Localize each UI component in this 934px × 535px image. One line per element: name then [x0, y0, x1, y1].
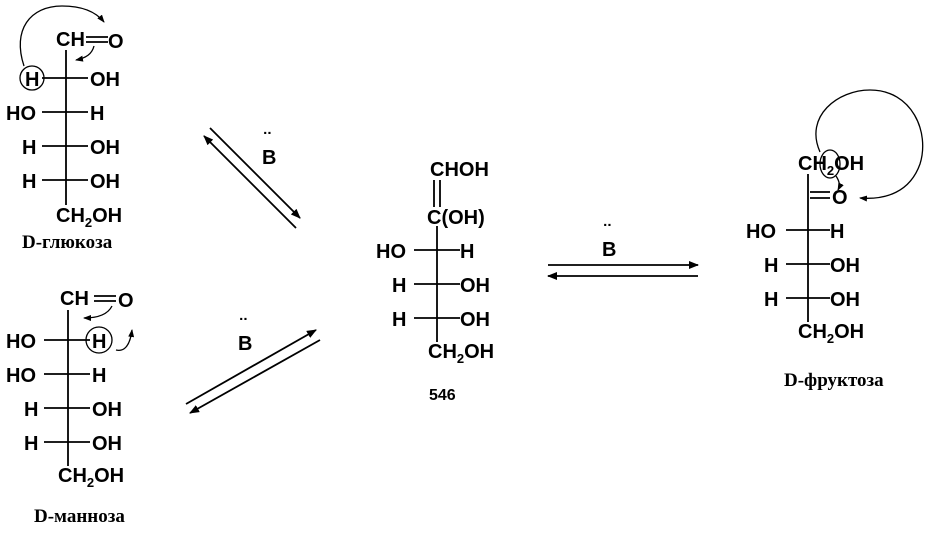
- fructose-keto-o: O: [832, 187, 848, 209]
- enediol-c2: C(OH): [427, 207, 485, 229]
- glucose-r1-right: OH: [90, 69, 120, 91]
- fructose-bottom: CH2OH: [798, 321, 864, 346]
- mannose-r4-right: OH: [92, 433, 122, 455]
- fructose-h-highlight: [819, 149, 841, 179]
- mannose-r2-left: HO: [6, 365, 36, 387]
- enediol-r3-left: H: [392, 309, 406, 331]
- mannose-ch: CH: [60, 288, 89, 310]
- enediol-top: CHOH: [430, 159, 489, 181]
- compound-number: 546: [429, 387, 456, 404]
- mannose-aldehyde-o: O: [118, 290, 134, 312]
- fructose-r1-right: H: [830, 221, 844, 243]
- equilibrium-arrows-glucose: B ¨: [203, 127, 301, 229]
- fructose-r3-left: H: [764, 289, 778, 311]
- mannose-r1-left: HO: [6, 331, 36, 353]
- base-label-2: B: [238, 333, 252, 355]
- mannose-curved-arrow-1: [83, 305, 113, 321]
- mannose-r3-right: OH: [92, 399, 122, 421]
- glucose-r4-left: H: [22, 171, 36, 193]
- enediol-bottom: CH2OH: [428, 341, 494, 366]
- equilibrium-arrows-mannose: B ¨: [185, 315, 321, 414]
- mannose-h-highlight: [85, 326, 113, 354]
- enediol-r1-right: H: [460, 241, 474, 263]
- fructose-curved-arrow-1: [815, 89, 924, 202]
- equilibrium-arrows-fructose: B ¨: [547, 221, 699, 280]
- glucose-curved-arrow-1: [19, 5, 105, 67]
- glucose-r4-right: OH: [90, 171, 120, 193]
- glucose-aldehyde-o: O: [108, 31, 124, 53]
- glucose-bottom: CH2OH: [56, 205, 122, 230]
- base-lone-pair-3: ¨: [604, 221, 611, 243]
- mannose-bottom: CH2OH: [58, 465, 124, 490]
- fructose-top: CH2OH: [798, 153, 864, 178]
- enediol-structure: CHOH C(OH) HO H H OH H OH CH2OH 546: [376, 159, 494, 404]
- enediol-r1-left: HO: [376, 241, 406, 263]
- mannose-r4-left: H: [24, 433, 38, 455]
- base-lone-pair-2: ¨: [240, 315, 247, 337]
- glucose-r3-left: H: [22, 137, 36, 159]
- glucose-r2-left: HO: [6, 103, 36, 125]
- mannose-r1-right: H: [92, 331, 106, 353]
- fructose-curved-arrow-2: [835, 175, 844, 191]
- fructose-r1-left: HO: [746, 221, 776, 243]
- fructose-structure: CH2OH O HO H H OH H OH CH2OH D-фруктоза: [746, 89, 924, 391]
- glucose-ch: CH: [56, 29, 85, 51]
- glucose-r2-right: H: [90, 103, 104, 125]
- mannose-caption: D-манноза: [34, 506, 125, 527]
- fructose-r2-right: OH: [830, 255, 860, 277]
- glucose-r1-left: H: [25, 69, 39, 91]
- mannose-curved-arrow-2: [115, 329, 135, 352]
- glucose-curved-arrow-2: [75, 45, 95, 62]
- mannose-structure: CH O HO H HO H H OH H OH CH2OH D-манноза: [6, 288, 135, 527]
- enediol-r3-right: OH: [460, 309, 490, 331]
- enediol-r2-left: H: [392, 275, 406, 297]
- base-label-3: B: [602, 239, 616, 261]
- base-lone-pair-1: ¨: [264, 129, 271, 151]
- mannose-r3-left: H: [24, 399, 38, 421]
- glucose-r3-right: OH: [90, 137, 120, 159]
- enediol-r2-right: OH: [460, 275, 490, 297]
- glucose-structure: CH O H OH HO H H OH H OH CH2OH D-глюкоза: [6, 5, 124, 253]
- fructose-r2-left: H: [764, 255, 778, 277]
- glucose-caption: D-глюкоза: [22, 232, 113, 253]
- fructose-caption: D-фруктоза: [784, 370, 884, 391]
- glucose-h-highlight: [19, 65, 45, 91]
- base-label-1: B: [262, 147, 276, 169]
- mannose-r2-right: H: [92, 365, 106, 387]
- fructose-r3-right: OH: [830, 289, 860, 311]
